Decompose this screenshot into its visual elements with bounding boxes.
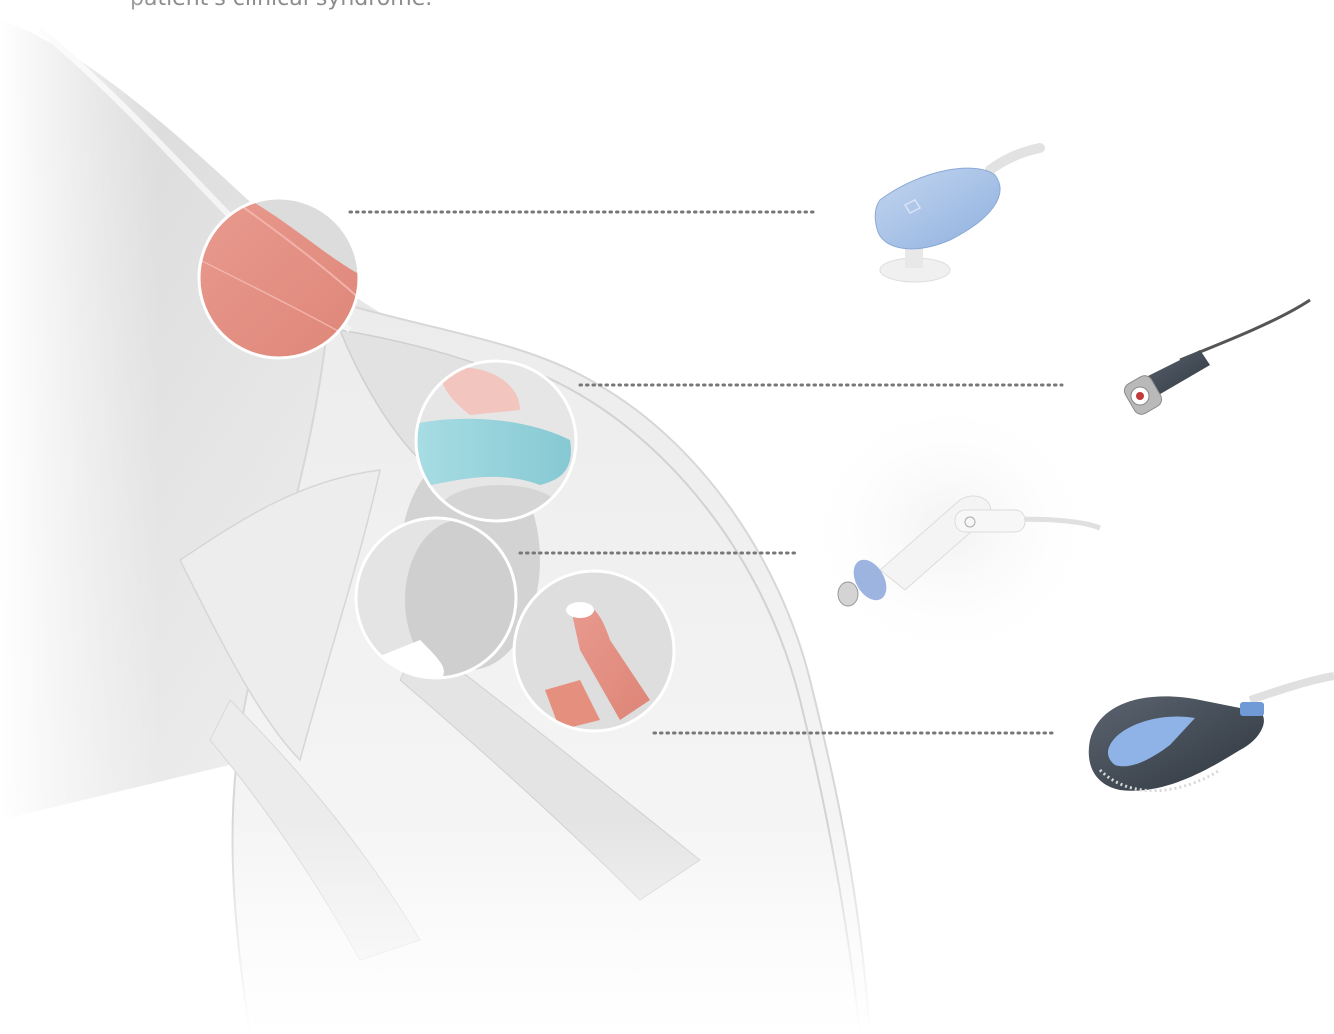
device-laser-probe <box>1122 300 1310 417</box>
device-shockwave-handpiece <box>800 395 1100 665</box>
device-flat-electrode <box>1089 676 1334 791</box>
bottom-fade <box>0 820 1334 1034</box>
device-suction-electrode <box>875 148 1040 282</box>
